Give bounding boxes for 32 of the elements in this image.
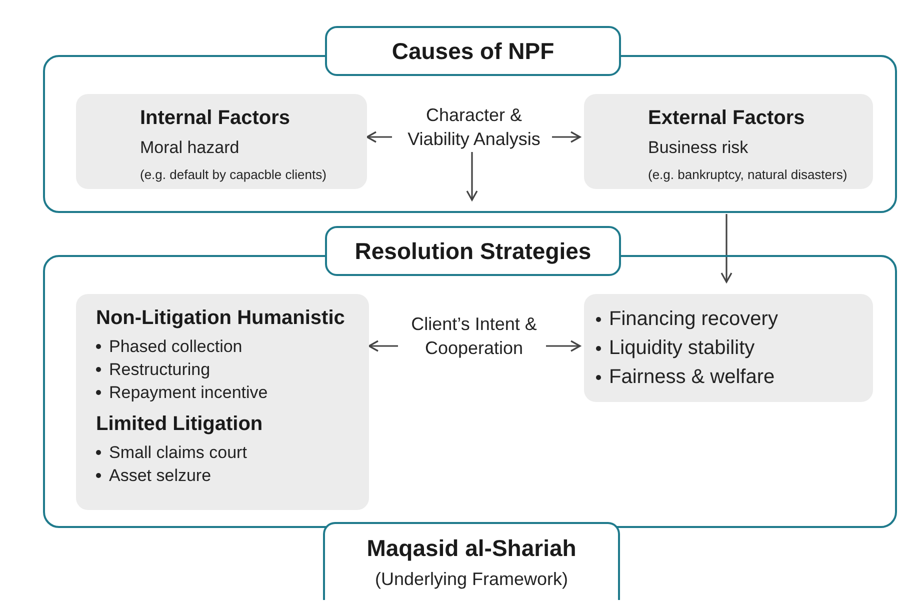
card-heading: Limited Litigation [96,412,264,437]
card-heading: Internal Factors [140,106,292,131]
card-heading: External Factors [648,106,806,131]
example-text: (e.g. default by capacble clients) [140,166,328,184]
factor-card [76,294,369,510]
framework-subtitle: (Underlying Framework) [374,568,568,591]
example-text: (e.g. bankruptcy, natural disasters) [648,166,848,184]
arrow [720,214,732,283]
bullet-item: Financing recovery [609,307,778,332]
bullet-item: Fairness & welfare [609,365,775,390]
arrow [368,340,398,352]
connector-label: Client’s Intent & Cooperation [410,313,538,360]
section-title: Resolution Strategies [354,236,592,266]
arrow [552,131,581,143]
card-subtitle: Business risk [648,137,750,159]
bullet-item: Small claims court [109,442,247,464]
factor-card [76,94,367,189]
bullet-item: Phased collection [109,336,242,358]
bullet-item: Restructuring [109,359,210,381]
bullet-item: Repayment incentive [109,382,268,404]
section-title: Causes of NPF [392,36,554,66]
card-subtitle: Moral hazard [140,137,240,159]
arrow [366,131,392,143]
factor-card [584,294,873,402]
framework-title: Maqasid al-Shariah [366,534,576,564]
bullet-item: Asset selzure [109,465,212,487]
arrow [466,152,478,201]
connector-label: Character & Viability Analysis [406,104,542,151]
framework-box [323,522,620,600]
arrow [546,340,581,352]
card-heading: Non-Litigation Humanistic [96,306,346,331]
bullet-item: Liquidity stability [609,336,755,361]
